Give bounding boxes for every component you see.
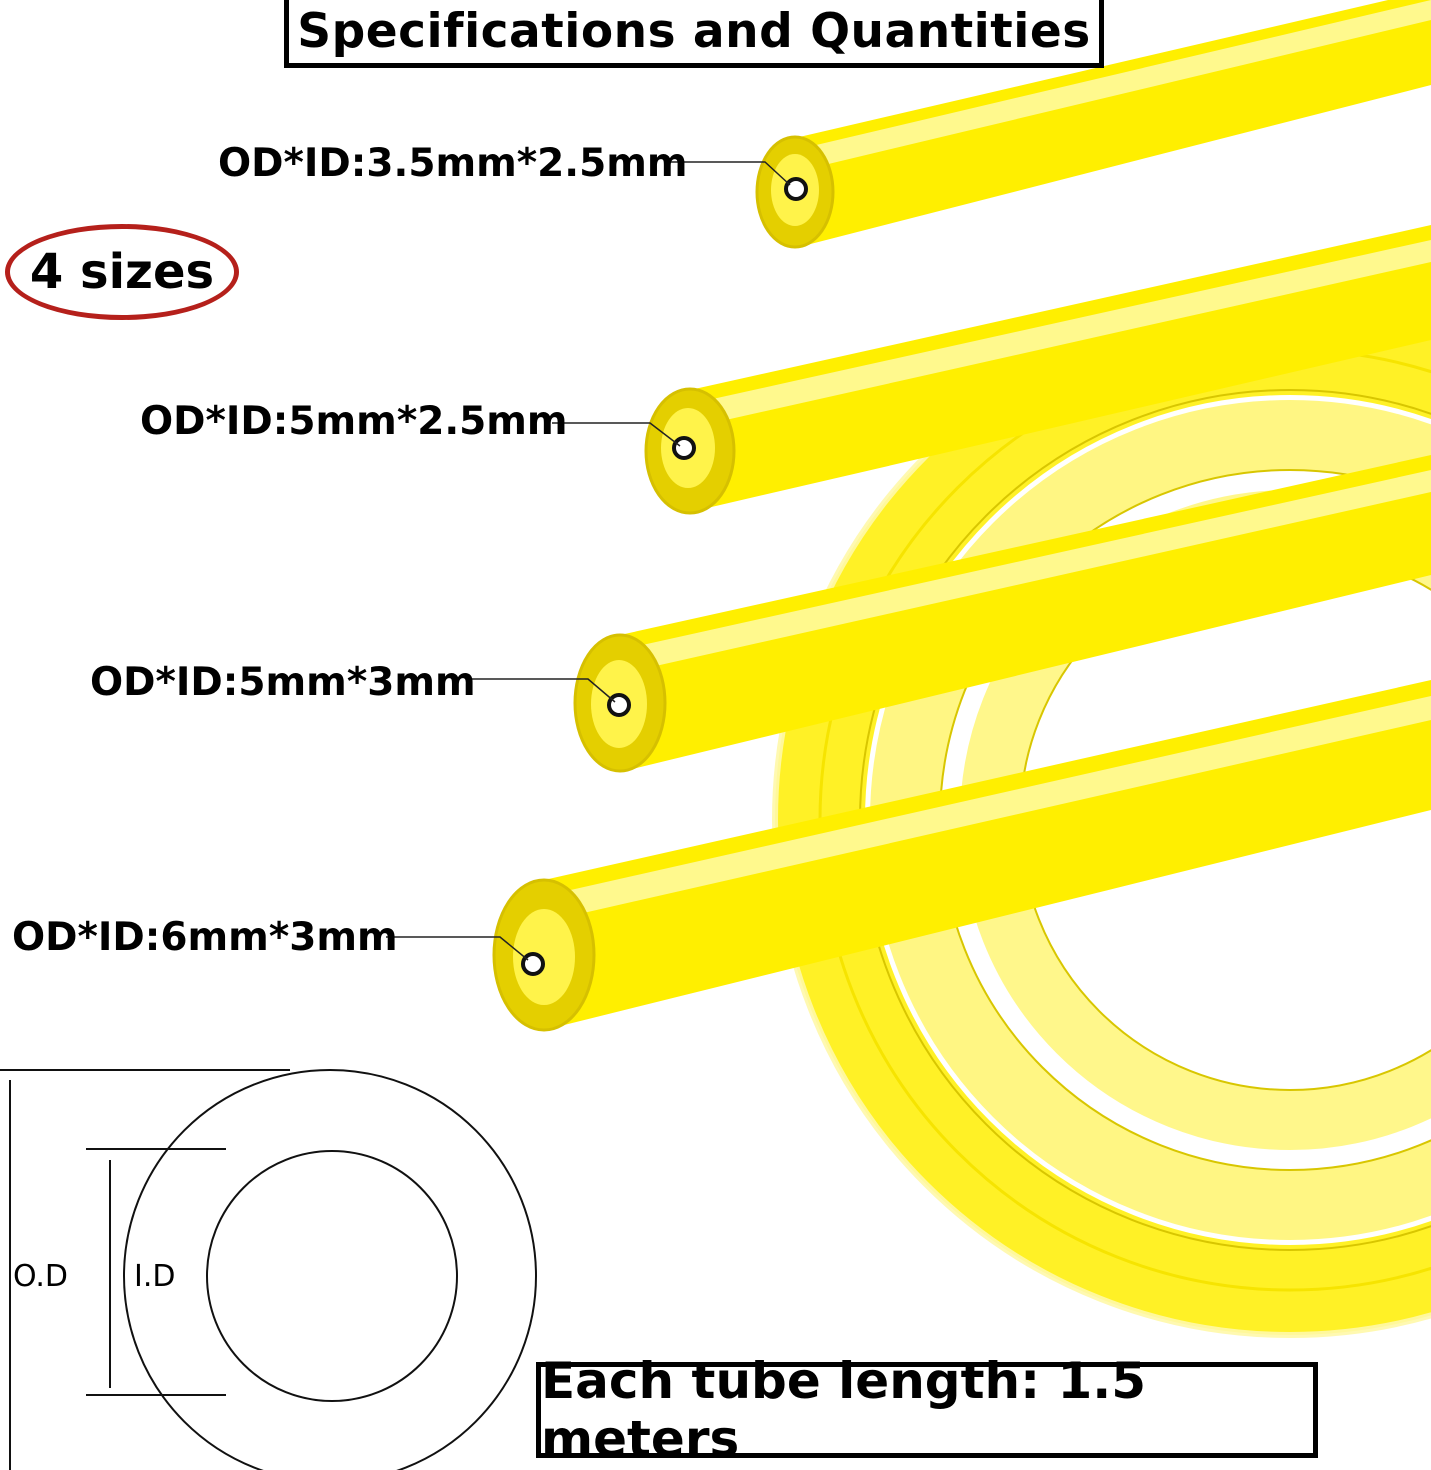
length-note: Each tube length: 1.5 meters [536,1352,1318,1468]
page-title: Specifications and Quantities [284,0,1104,68]
cross-section-diagram [0,1069,537,1470]
od-label: O.D [13,1259,69,1294]
spec-label-1: OD*ID:3.5mm*2.5mm [218,141,688,186]
leader-lines [386,161,791,961]
sizes-badge: 4 sizes [5,224,239,320]
id-label: I.D [134,1259,176,1294]
spec-label-3: OD*ID:5mm*3mm [90,660,476,705]
spec-label-4: OD*ID:6mm*3mm [12,915,398,960]
tube-5mm-2-5mm [644,225,1431,515]
tube-6mm-3mm [492,680,1431,1032]
spec-label-2: OD*ID:5mm*2.5mm [140,399,568,444]
tube-3-5mm [755,0,1431,249]
tube-5mm-3mm [573,455,1431,773]
